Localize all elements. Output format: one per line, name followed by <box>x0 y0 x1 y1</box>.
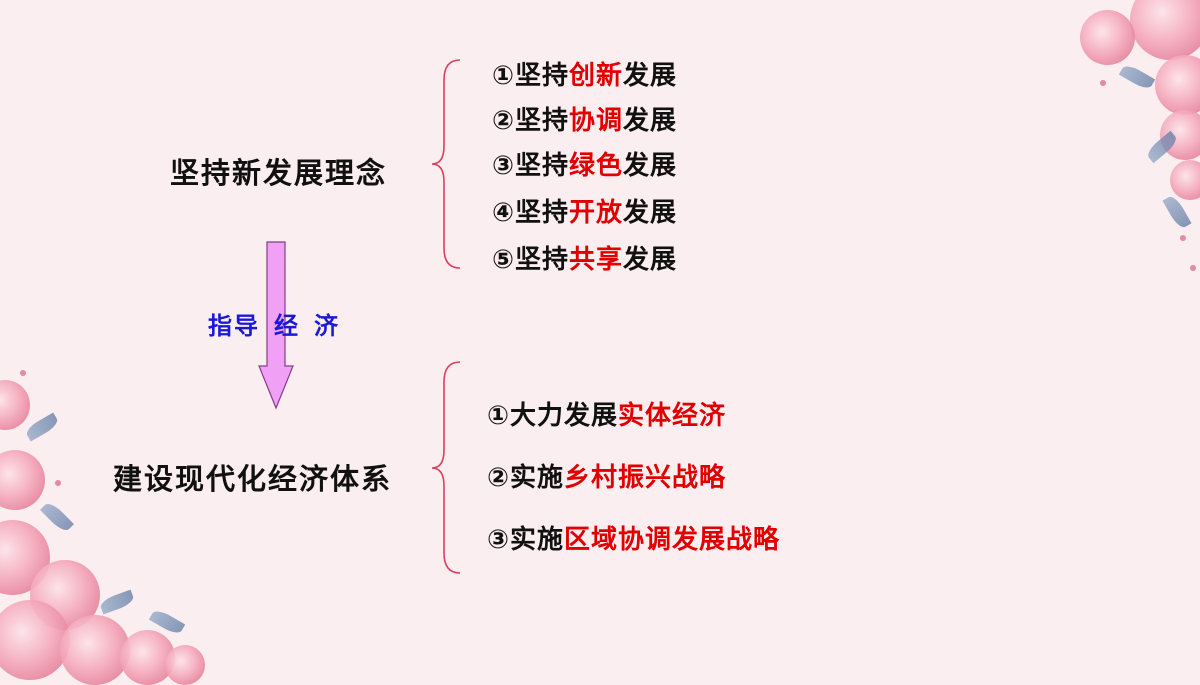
concept-title: 坚持新发展理念 <box>170 156 388 190</box>
concept-item-1: ①坚持创新发展 <box>492 61 678 91</box>
brace-system-icon <box>431 361 461 574</box>
flower-decoration-top-right-icon <box>1060 0 1200 290</box>
system-item-1: ①大力发展实体经济 <box>487 401 727 431</box>
system-item-2: ②实施乡村振兴战略 <box>487 463 727 493</box>
down-arrow-icon <box>258 241 294 410</box>
brace-concept-icon <box>431 59 461 269</box>
concept-item-5: ⑤坚持共享发展 <box>492 245 678 275</box>
concept-item-2: ②坚持协调发展 <box>492 106 678 136</box>
guide-label: 指导经济 <box>208 312 340 340</box>
system-item-3: ③实施区域协调发展战略 <box>487 525 781 555</box>
system-title: 建设现代化经济体系 <box>113 462 393 496</box>
concept-item-4: ④坚持开放发展 <box>492 198 678 228</box>
flower-decoration-bottom-left-icon <box>0 360 220 685</box>
concept-item-3: ③坚持绿色发展 <box>492 151 678 181</box>
